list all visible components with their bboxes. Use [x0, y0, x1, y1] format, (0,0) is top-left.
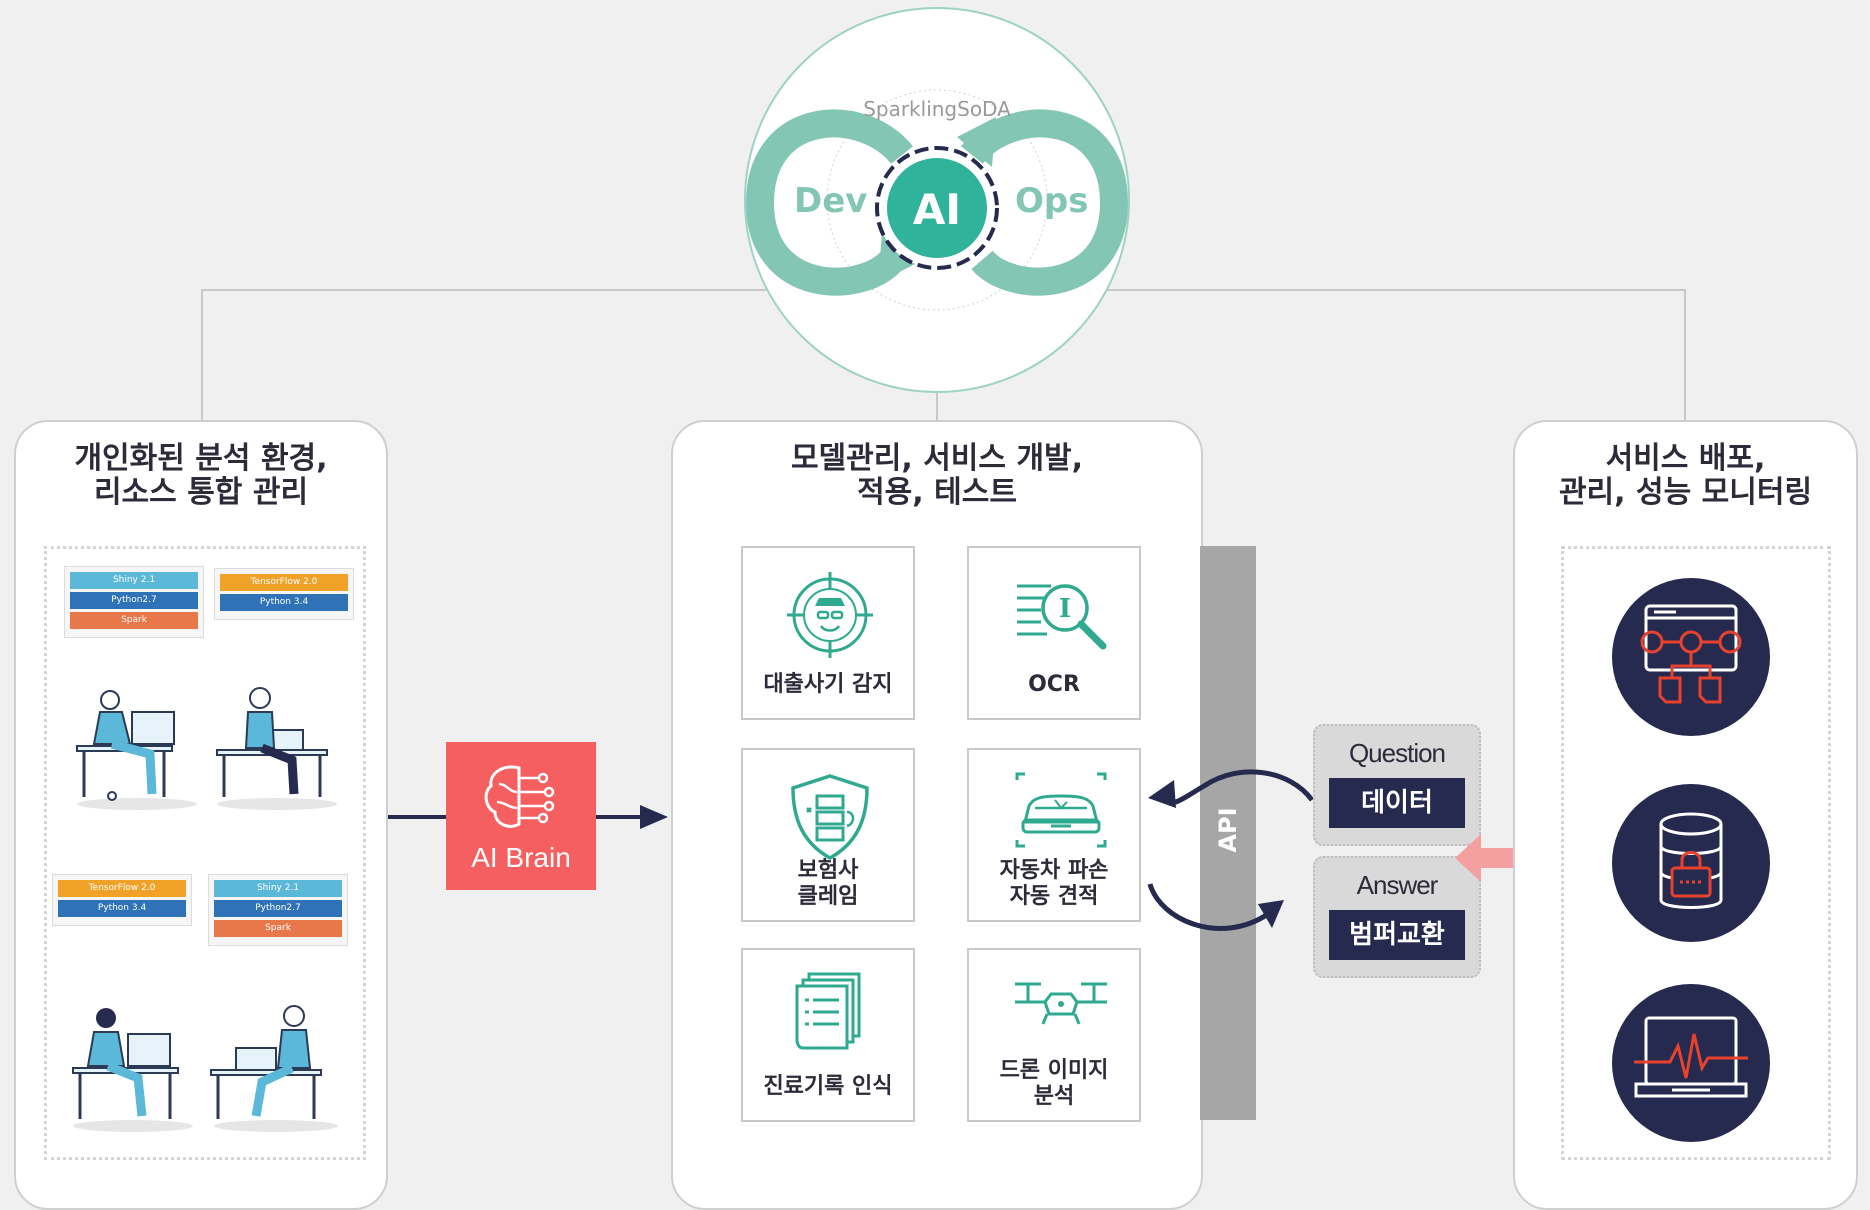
service-tile-fraud[interactable]: 대출사기 감지: [741, 546, 915, 720]
tile-label: 대출사기 감지: [763, 672, 893, 697]
ai-brain-block: AI Brain: [446, 742, 596, 890]
tile-label: 보험사 클레임: [797, 858, 859, 909]
stack-layer: Spark: [70, 612, 198, 629]
tile-label: 드론 이미지 분석: [999, 1058, 1109, 1109]
stack-layer: Shiny 2.1: [214, 880, 342, 897]
stack-layer: Python 3.4: [58, 900, 186, 917]
connector-left: [201, 289, 203, 420]
connector-right: [1684, 289, 1686, 420]
insurance-shield-icon: [791, 774, 869, 861]
answer-value: 범퍼교환: [1329, 910, 1465, 960]
tech-stack: TensorFlow 2.0 Python 3.4: [214, 568, 354, 620]
center-panel: 모델관리, 서비스 개발, 적용, 테스트 대출사기 감지 I OCR: [671, 420, 1203, 1210]
stack-layer: TensorFlow 2.0: [220, 574, 348, 591]
ai-label: AI: [912, 185, 962, 234]
car-damage-icon: [1015, 772, 1107, 848]
secure-database-icon: [1659, 812, 1723, 909]
analyst-illustration: [210, 1005, 338, 1132]
connector-center: [936, 380, 938, 420]
deploy-area: [1561, 546, 1831, 1160]
left-panel: 개인화된 분석 환경, 리소스 통합 관리 Shiny 2.1 Python2.…: [14, 420, 388, 1210]
center-panel-title: 모델관리, 서비스 개발, 적용, 테스트: [790, 441, 1084, 510]
flow-line-right: [596, 815, 642, 819]
ocr-search-icon: I: [1017, 584, 1107, 650]
service-tile-drone[interactable]: 드론 이미지 분석: [967, 948, 1141, 1122]
service-tile-medical[interactable]: 진료기록 인식: [741, 948, 915, 1122]
tech-stack: Shiny 2.1 Python2.7 Spark: [208, 874, 348, 946]
stack-layer: Spark: [214, 920, 342, 937]
analyst-illustration: [216, 687, 337, 810]
drone-icon: [1015, 982, 1107, 1025]
dev-label: Dev: [794, 181, 868, 221]
ops-label: Ops: [1015, 181, 1089, 221]
stack-layer: TensorFlow 2.0: [58, 880, 186, 897]
analyst-illustration: [76, 690, 197, 810]
question-box: Question 데이터: [1313, 724, 1481, 846]
answer-label: Answer: [1356, 870, 1439, 900]
arrow-head-icon: [640, 805, 668, 829]
tech-stack: Shiny 2.1 Python2.7 Spark: [64, 566, 204, 638]
tech-stack: TensorFlow 2.0 Python 3.4: [52, 874, 192, 926]
question-value: 데이터: [1329, 778, 1465, 828]
secure-database-badge: [1612, 784, 1770, 942]
fraud-detection-icon: [787, 572, 873, 658]
brain-circuit-icon: [484, 765, 555, 828]
brand-name: SparklingSoDA: [863, 97, 1011, 121]
medical-record-icon: [795, 972, 861, 1050]
stack-layer: Python2.7: [70, 592, 198, 609]
devops-logo: SparklingSoDA Dev AI Ops: [742, 5, 1132, 395]
service-tile-insurance[interactable]: 보험사 클레임: [741, 748, 915, 922]
stack-layer: Python 3.4: [220, 594, 348, 611]
performance-monitor-badge: [1612, 984, 1770, 1142]
workspace-area: [44, 546, 366, 1160]
ai-brain-label: AI Brain: [471, 842, 571, 873]
service-tile-ocr[interactable]: I OCR: [967, 546, 1141, 720]
flow-line-left: [388, 815, 446, 819]
right-panel-title: 서비스 배포, 관리, 성능 모니터링: [1558, 441, 1813, 510]
tile-label: OCR: [1028, 672, 1080, 697]
workflow-icon: [1640, 604, 1742, 704]
tile-label: 진료기록 인식: [763, 1074, 893, 1099]
stack-layer: Shiny 2.1: [70, 572, 198, 589]
performance-monitor-icon: [1634, 1016, 1748, 1098]
tile-label: 자동차 파손 자동 견적: [999, 858, 1109, 909]
left-panel-title: 개인화된 분석 환경, 리소스 통합 관리: [74, 441, 328, 510]
svg-text:I: I: [1059, 594, 1071, 624]
stack-layer: Python2.7: [214, 900, 342, 917]
api-flow-arrows: [1147, 769, 1315, 931]
answer-box: Answer 범퍼교환: [1313, 856, 1481, 978]
analyst-illustration: [72, 1008, 193, 1132]
api-bar: API: [1200, 546, 1256, 1120]
question-label: Question: [1348, 738, 1446, 768]
workflow-badge: [1612, 578, 1770, 736]
service-tile-car[interactable]: 자동차 파손 자동 견적: [967, 748, 1141, 922]
